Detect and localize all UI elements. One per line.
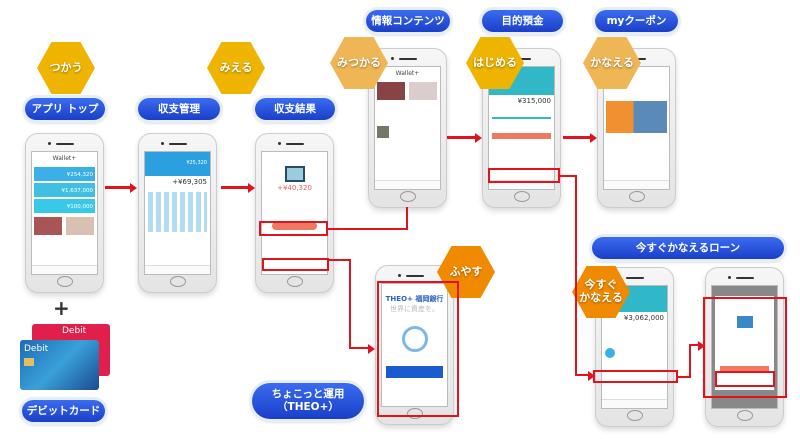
debit-card-blue: Debit [20,340,99,390]
plus-sign: + [53,296,70,320]
connector-line [349,259,351,349]
highlight-box [377,281,459,417]
header-amount: ¥25,320 [145,152,210,176]
phone-loan-1: ¥3,062,000 [595,267,674,427]
label-theo-line1: ちょこっと運用 [271,388,345,401]
phone-kashi-kekka: +¥40,320 [255,133,334,293]
brand: Wallet+ [52,155,77,162]
connector-line [560,175,577,177]
arrow [349,343,375,354]
label-theo: ちょこっと運用（THEO+） [252,383,364,419]
hex-kanaeru: かなえる [583,37,641,89]
highlight-box [262,258,329,271]
highlight-box [703,297,787,398]
label-kashi-kanri: 収支管理 [138,98,220,120]
brand: Wallet+ [395,70,420,77]
phone-loan-2 [705,267,784,427]
hex-imasugu: 今すぐかなえる [572,266,630,318]
arrow [221,182,255,193]
arrow [447,132,482,143]
savings-amount: ¥315,000 [517,97,551,105]
debit-card-text: Debit [62,326,87,336]
balance: ¥254,320 [34,167,95,181]
connector-line [575,175,577,376]
arrow [575,370,595,381]
hex-tsukau: つかう [37,42,95,94]
theo-brand: THEO+ 福岡銀行 [385,295,444,303]
connector-line [329,259,351,261]
highlight-box [715,371,775,387]
phone-theo: THEO+ 福岡銀行 世界に資産を。 [375,265,454,425]
label-app-top: アプリ トップ [25,98,105,120]
highlight-box [259,221,328,236]
phone-joho: Wallet+ [368,48,447,208]
label-coupon: myクーポン [595,10,678,32]
arrow [105,182,137,193]
label-mokuteki: 目的預金 [482,10,563,32]
net-amount: +¥69,305 [172,178,207,186]
connector-line [689,345,691,378]
arrow [689,340,705,351]
highlight-box [488,168,560,183]
loan-amount: ¥3,062,000 [623,314,664,322]
result-amount: +¥40,320 [277,184,312,192]
debit-card-text: Debit [24,344,49,354]
highlight-box [593,370,678,383]
connector-line [328,228,408,230]
balance: ¥1,637,000 [34,183,95,197]
phone-kashi-kanri: ¥25,320 +¥69,305 [138,133,217,293]
label-loan: 今すぐかなえるローン [592,237,784,259]
hex-imasugu-line1: 今すぐ [584,278,618,292]
connector-line [678,376,691,378]
connector-line [406,207,408,230]
label-debit: デビットカード [22,400,105,422]
arrow [563,132,597,143]
theo-tagline: 世界に資産を。 [390,305,439,313]
phone-app-top: Wallet+ ¥254,320 ¥1,637,000 ¥100,000 [25,133,104,293]
label-theo-line2: （THEO+） [277,401,339,413]
label-joho: 情報コンテンツ [366,10,450,32]
label-kashi-kekka: 収支結果 [255,98,335,120]
hex-mieru: みえる [207,42,265,94]
balance: ¥100,000 [34,199,95,213]
hex-imasugu-line2: かなえる [579,291,623,304]
